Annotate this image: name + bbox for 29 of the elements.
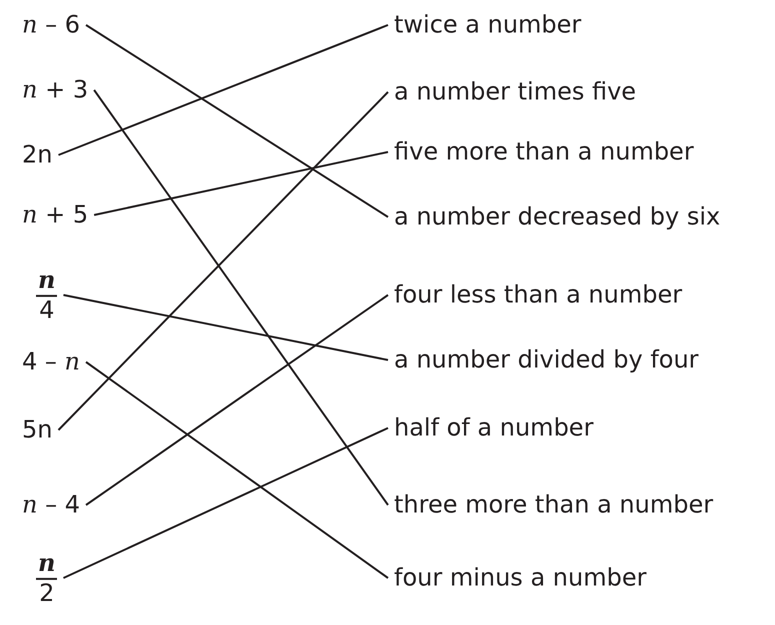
matching-line: [85, 294, 389, 506]
phrase-text: a number times five: [388, 78, 642, 106]
expression-text: 2n: [16, 140, 58, 170]
matching-line: [94, 151, 388, 216]
fraction-numerator: n: [36, 548, 58, 580]
matching-line: [58, 24, 388, 156]
matching-line: [58, 91, 389, 431]
phrase-text: five more than a number: [388, 138, 700, 166]
matching-line: [85, 361, 389, 579]
expression-text: n – 6: [16, 10, 86, 40]
fraction-denominator: 2: [39, 580, 54, 608]
expression-text: n – 4: [16, 490, 86, 520]
phrase-text: three more than a number: [388, 490, 720, 520]
matching-line: [93, 89, 389, 506]
expression-text: n + 5: [16, 200, 94, 230]
phrase-text: a number decreased by six: [388, 202, 726, 232]
matching-line: [63, 294, 388, 361]
phrase-text: half of a number: [388, 414, 600, 442]
matching-line: [85, 24, 389, 218]
phrase-text: four minus a number: [388, 564, 652, 592]
expression-text: 5n: [16, 416, 58, 444]
fraction-numerator: n: [36, 266, 58, 296]
matching-line: [63, 427, 388, 579]
phrase-text: four less than a number: [388, 280, 688, 310]
phrase-text: a number divided by four: [388, 346, 705, 374]
fraction-denominator: 4: [39, 296, 54, 324]
expression-text: 4 – n: [16, 348, 86, 376]
expression-text: n + 3: [16, 76, 94, 104]
phrase-text: twice a number: [388, 10, 588, 40]
